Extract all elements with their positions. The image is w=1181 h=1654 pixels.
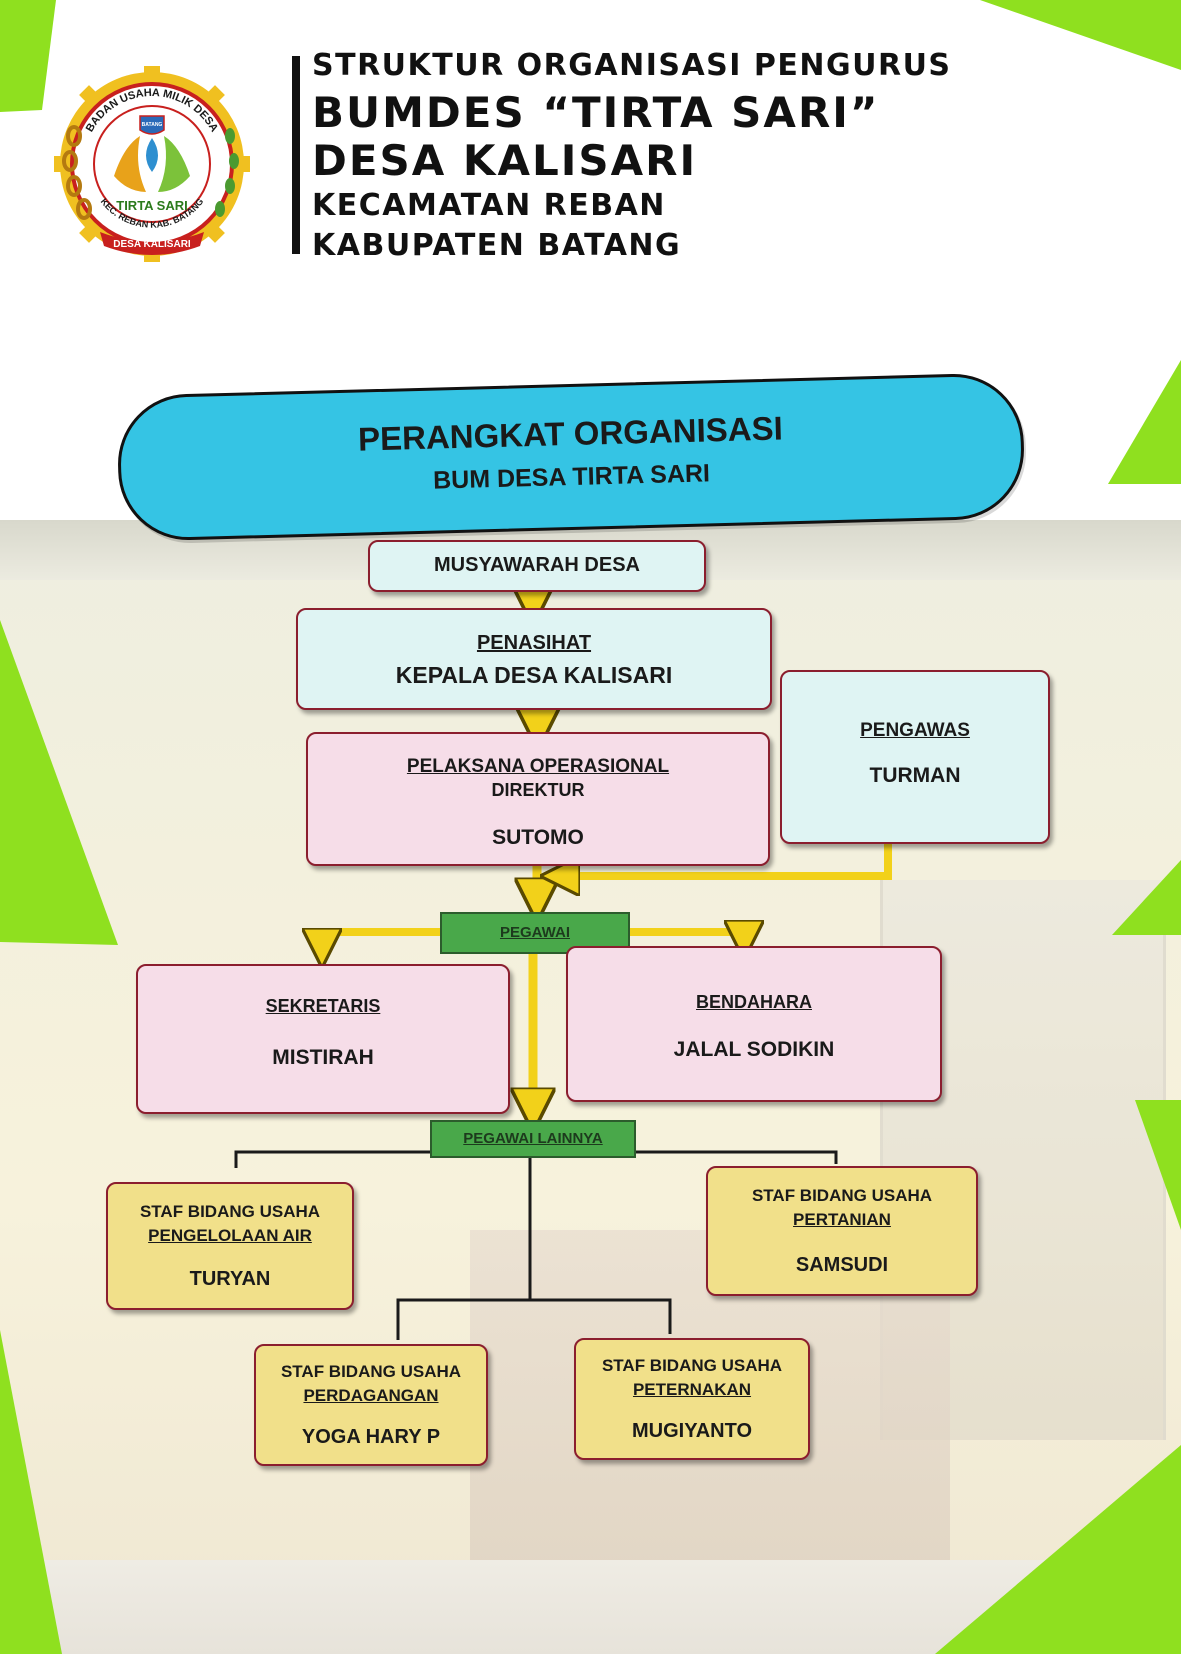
- pelaksana-name: SUTOMO: [492, 826, 584, 849]
- sekretaris-role: SEKRETARIS: [265, 996, 381, 1016]
- pengawas-role: PENGAWAS: [860, 720, 970, 741]
- staf-pertanian-name: SAMSUDI: [795, 1254, 889, 1276]
- arrow-pegawai-sekretaris: [322, 928, 440, 948]
- staf-perdagangan-name: YOGA HARY P: [301, 1426, 441, 1448]
- logo-ribbon-text: DESA KALISARI: [113, 239, 191, 250]
- logo-emblem: TIRTA SARI BATANG BADAN USAHA MILIK DESA…: [54, 66, 250, 262]
- staf-pertanian-line1: STAF BIDANG USAHA: [751, 1186, 933, 1205]
- chain-icon: [62, 125, 92, 220]
- penasihat-name: KEPALA DESA KALISARI: [395, 662, 673, 688]
- staf-air-line2: PENGELOLAAN AIR: [148, 1226, 312, 1245]
- staf-perdagangan-box: STAF BIDANG USAHA PERDAGANGAN YOGA HARY …: [254, 1344, 488, 1466]
- musyawarah-label: MUSYAWARAH DESA: [434, 554, 640, 576]
- header-line-1: STRUKTUR ORGANISASI PENGURUS: [312, 48, 952, 83]
- rice-icon: [215, 128, 239, 217]
- pegawai-lainnya-label: PEGAWAI LAINNYA: [430, 1120, 636, 1158]
- sekretaris-box: SEKRETARIS MISTIRAH: [136, 964, 510, 1114]
- bendahara-role: BENDAHARA: [696, 992, 812, 1012]
- triangle-top-left: [0, 0, 56, 112]
- pengawas-box: PENGAWAS TURMAN: [780, 670, 1050, 844]
- line-lower-bus: [396, 1298, 672, 1340]
- bumdes-logo: TIRTA SARI BATANG BADAN USAHA MILIK DESA…: [54, 66, 250, 262]
- bendahara-box: BENDAHARA JALAL SODIKIN: [566, 946, 942, 1102]
- staf-air-name: TURYAN: [189, 1268, 271, 1290]
- arrow-pengawas-trunk: [560, 842, 892, 876]
- staf-perdagangan-line2: PERDAGANGAN: [303, 1386, 439, 1405]
- penasihat-role: PENASIHAT: [476, 632, 592, 654]
- penasihat-box: PENASIHAT KEPALA DESA KALISARI: [296, 608, 772, 710]
- triangle-bottom-left: [0, 1330, 62, 1654]
- triangle-right-lower: [1135, 1100, 1181, 1230]
- staf-pertanian-line2: PERTANIAN: [793, 1210, 891, 1229]
- arrow-pegawai-bendahara: [628, 932, 744, 940]
- sekretaris-name: MISTIRAH: [272, 1046, 374, 1069]
- staf-peternakan-line1: STAF BIDANG USAHA: [601, 1356, 783, 1375]
- pelaksana-title: DIREKTUR: [491, 780, 585, 800]
- logo-shield-text: BATANG: [142, 122, 163, 128]
- hands-water-icon: [114, 136, 190, 192]
- musyawarah-desa-box: MUSYAWARAH DESA: [368, 540, 706, 592]
- staf-perdagangan-line1: STAF BIDANG USAHA: [280, 1362, 462, 1381]
- staf-peternakan-name: MUGIYANTO: [631, 1420, 753, 1442]
- staf-pertanian-box: STAF BIDANG USAHA PERTANIAN SAMSUDI: [706, 1166, 978, 1296]
- triangle-right-middle: [1112, 860, 1181, 935]
- pengawas-name: TURMAN: [869, 764, 961, 787]
- header-divider: [292, 56, 300, 254]
- staf-pengelolaan-air-box: STAF BIDANG USAHA PENGELOLAAN AIR TURYAN: [106, 1182, 354, 1310]
- header-line-4: KECAMATAN REBAN: [312, 188, 666, 223]
- bendahara-name: JALAL SODIKIN: [673, 1038, 835, 1061]
- logo-center-text: TIRTA SARI: [116, 198, 188, 213]
- staf-air-line1: STAF BIDANG USAHA: [139, 1202, 321, 1221]
- header-line-5: KABUPATEN BATANG: [312, 228, 682, 263]
- header-line-3: DESA KALISARI: [312, 136, 698, 185]
- triangle-left-middle: [0, 620, 118, 945]
- triangle-right-upper: [1108, 360, 1181, 484]
- triangle-bottom-right: [935, 1445, 1181, 1654]
- triangle-top-right: [980, 0, 1181, 70]
- header-line-2: BUMDES “TIRTA SARI”: [312, 88, 880, 137]
- pelaksana-role: PELAKSANA OPERASIONAL: [406, 756, 670, 777]
- shield-icon: [139, 115, 165, 135]
- staf-peternakan-box: STAF BIDANG USAHA PETERNAKAN MUGIYANTO: [574, 1338, 810, 1460]
- staf-peternakan-line2: PETERNAKAN: [632, 1380, 752, 1399]
- pelaksana-operasional-box: PELAKSANA OPERASIONAL DIREKTUR SUTOMO: [306, 732, 770, 866]
